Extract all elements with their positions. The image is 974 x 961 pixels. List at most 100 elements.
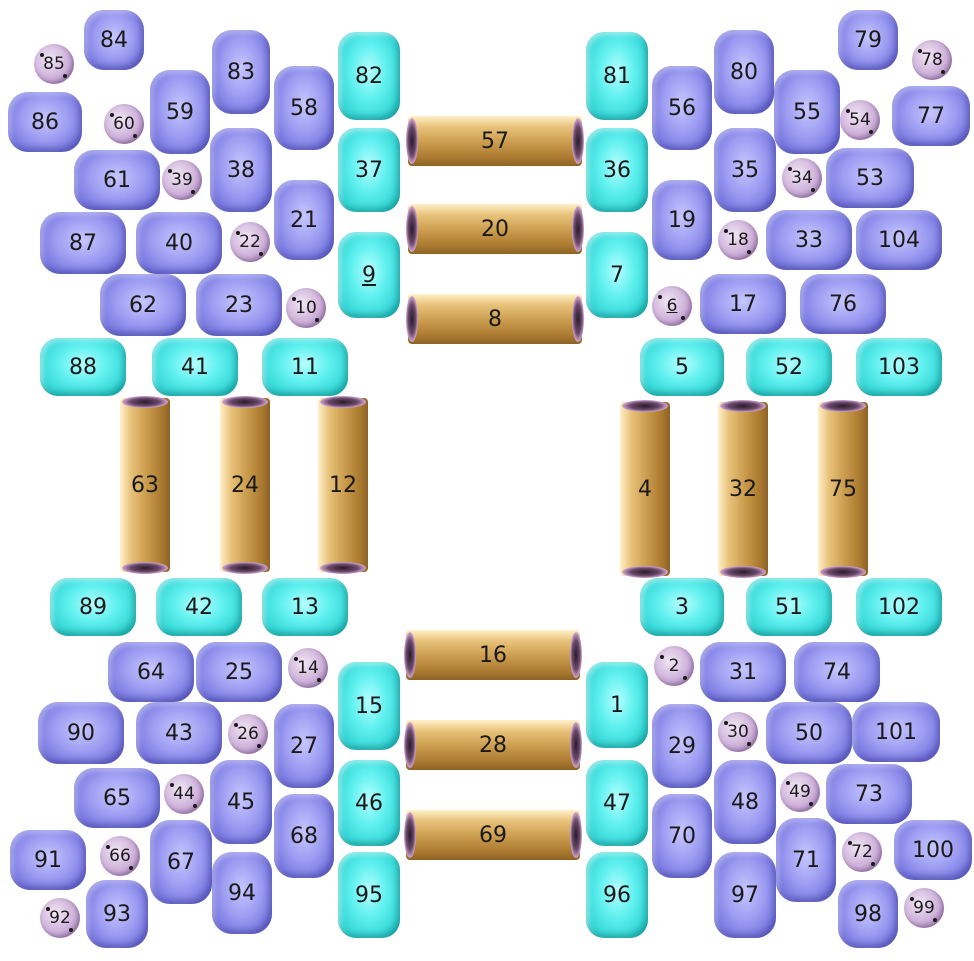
blue-tile-87: 87 bbox=[40, 212, 126, 274]
tube-label: 8 bbox=[488, 307, 502, 332]
blue-tile-50: 50 bbox=[766, 702, 852, 764]
blue-tile-label: 70 bbox=[668, 824, 696, 849]
tube-24: 24 bbox=[220, 398, 270, 572]
tube-end-right bbox=[572, 118, 584, 164]
cyan-tile-label: 13 bbox=[291, 595, 319, 620]
tube-28: 28 bbox=[406, 720, 580, 770]
tube-end-right bbox=[570, 722, 582, 768]
cyan-tile-label: 37 bbox=[355, 158, 383, 183]
blue-tile-label: 67 bbox=[167, 850, 195, 875]
tube-63: 63 bbox=[120, 398, 170, 572]
blue-tile-label: 94 bbox=[228, 881, 256, 906]
ball-label: 39 bbox=[171, 170, 193, 190]
cyan-tile-label: 81 bbox=[603, 64, 631, 89]
cyan-tile-95: 95 bbox=[338, 852, 400, 938]
blue-tile-label: 79 bbox=[854, 28, 882, 53]
cyan-tile-label: 52 bbox=[775, 355, 803, 380]
blue-tile-71: 71 bbox=[776, 818, 836, 902]
cyan-tile-label: 103 bbox=[878, 355, 920, 380]
ball-85: 85 bbox=[34, 44, 74, 84]
blue-tile-94: 94 bbox=[212, 852, 272, 934]
cyan-tile-89: 89 bbox=[50, 578, 136, 636]
cyan-tile-13: 13 bbox=[262, 578, 348, 636]
blue-tile-label: 33 bbox=[795, 228, 823, 253]
ball-49: 49 bbox=[780, 772, 820, 812]
cyan-tile-label: 89 bbox=[79, 595, 107, 620]
tube-end-left bbox=[404, 632, 416, 678]
cyan-tile-label: 95 bbox=[355, 883, 383, 908]
cyan-tile-7: 7 bbox=[586, 232, 648, 318]
ball-label: 6 bbox=[667, 296, 678, 316]
blue-tile-59: 59 bbox=[150, 70, 210, 154]
tube-end-left bbox=[404, 722, 416, 768]
ball-18: 18 bbox=[718, 220, 758, 260]
blue-tile-label: 19 bbox=[668, 208, 696, 233]
blue-tile-101: 101 bbox=[852, 702, 940, 762]
tube-label: 63 bbox=[131, 473, 159, 498]
tube-end-bottom bbox=[122, 562, 168, 574]
blue-tile-label: 77 bbox=[917, 104, 945, 129]
blue-tile-17: 17 bbox=[700, 274, 786, 334]
ball-2: 2 bbox=[654, 646, 694, 686]
tube-label: 69 bbox=[479, 823, 507, 848]
blue-tile-104: 104 bbox=[856, 210, 942, 270]
tube-label: 75 bbox=[829, 477, 857, 502]
ball-label: 66 bbox=[109, 846, 131, 866]
blue-tile-98: 98 bbox=[838, 880, 898, 948]
blue-tile-80: 80 bbox=[714, 30, 774, 114]
ball-44: 44 bbox=[164, 774, 204, 814]
cyan-tile-label: 46 bbox=[355, 791, 383, 816]
ball-label: 60 bbox=[113, 114, 135, 134]
cyan-tile-96: 96 bbox=[586, 852, 648, 938]
cyan-tile-label: 47 bbox=[603, 791, 631, 816]
tube-end-top bbox=[720, 400, 766, 412]
blue-tile-label: 56 bbox=[668, 96, 696, 121]
blue-tile-19: 19 bbox=[652, 180, 712, 260]
blue-tile-79: 79 bbox=[838, 10, 898, 70]
cyan-tile-3: 3 bbox=[640, 578, 724, 636]
blue-tile-90: 90 bbox=[38, 702, 124, 764]
blue-tile-61: 61 bbox=[74, 150, 160, 210]
cyan-tile-label: 7 bbox=[610, 263, 624, 288]
blue-tile-label: 100 bbox=[912, 838, 954, 863]
blue-tile-label: 91 bbox=[34, 848, 62, 873]
tube-end-top bbox=[622, 400, 668, 412]
ball-60: 60 bbox=[104, 104, 144, 144]
blue-tile-25: 25 bbox=[196, 642, 282, 702]
ball-label: 22 bbox=[239, 232, 261, 252]
blue-tile-label: 45 bbox=[227, 790, 255, 815]
tube-32: 32 bbox=[718, 402, 768, 576]
tube-label: 28 bbox=[479, 733, 507, 758]
ball-label: 92 bbox=[49, 908, 71, 928]
tube-label: 16 bbox=[479, 643, 507, 668]
blue-tile-label: 23 bbox=[225, 293, 253, 318]
blue-tile-23: 23 bbox=[196, 274, 282, 336]
cyan-tile-88: 88 bbox=[40, 338, 126, 396]
cyan-tile-label: 102 bbox=[878, 595, 920, 620]
ball-label: 10 bbox=[295, 298, 317, 318]
blue-tile-64: 64 bbox=[108, 642, 194, 702]
ball-14: 14 bbox=[288, 648, 328, 688]
cyan-tile-label: 15 bbox=[355, 694, 383, 719]
ball-6: 6 bbox=[652, 286, 692, 326]
blue-tile-84: 84 bbox=[84, 10, 144, 70]
blue-tile-label: 80 bbox=[730, 60, 758, 85]
blue-tile-62: 62 bbox=[100, 274, 186, 336]
cyan-tile-103: 103 bbox=[856, 338, 942, 396]
cyan-tile-label: 88 bbox=[69, 355, 97, 380]
tube-label: 24 bbox=[231, 473, 259, 498]
cyan-tile-label: 82 bbox=[355, 64, 383, 89]
ball-label: 85 bbox=[43, 54, 65, 74]
tube-end-bottom bbox=[820, 566, 866, 578]
blue-tile-56: 56 bbox=[652, 66, 712, 150]
blue-tile-label: 64 bbox=[137, 660, 165, 685]
blue-tile-label: 83 bbox=[227, 60, 255, 85]
ball-54: 54 bbox=[840, 100, 880, 140]
cyan-tile-label: 11 bbox=[291, 355, 319, 380]
blue-tile-label: 104 bbox=[878, 228, 920, 253]
blue-tile-label: 53 bbox=[856, 166, 884, 191]
cyan-tile-36: 36 bbox=[586, 128, 648, 212]
tube-57: 57 bbox=[408, 116, 582, 166]
ball-label: 54 bbox=[849, 110, 871, 130]
blue-tile-97: 97 bbox=[714, 852, 776, 938]
